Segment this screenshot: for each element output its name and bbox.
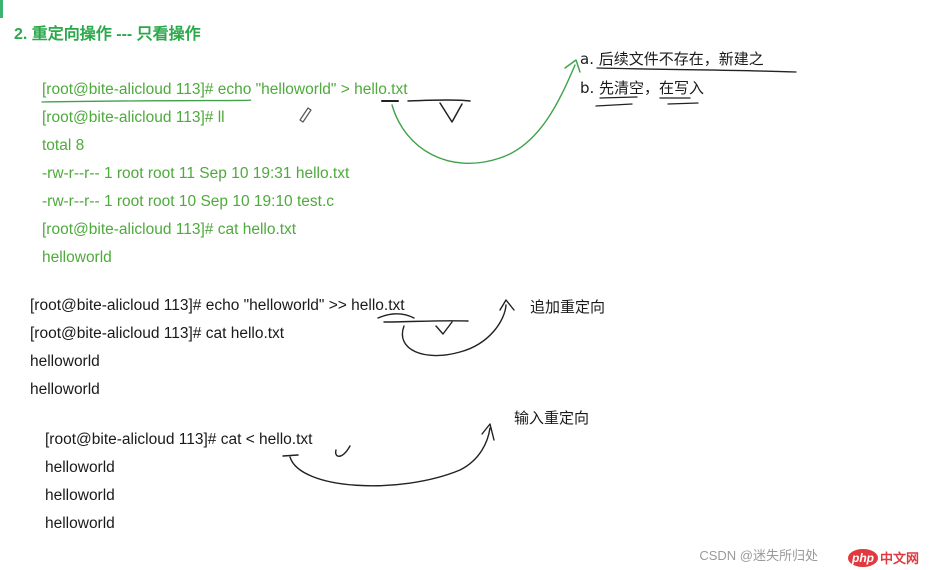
terminal-line: [root@bite-alicloud 113]# cat hello.txt (30, 325, 285, 342)
underline-stroke (595, 103, 633, 107)
terminal-line: [root@bite-alicloud 113]# cat hello.txt (42, 221, 297, 238)
terminal-line: total 8 (42, 137, 85, 154)
check-mark (335, 445, 351, 457)
terminal-line: -rw-r--r-- 1 root root 11 Sep 10 19:31 h… (42, 165, 350, 182)
terminal-line: [root@bite-alicloud 113]# ll (42, 109, 225, 126)
underline-stroke (383, 320, 469, 323)
terminal-line: [root@bite-alicloud 113]# echo "hellowor… (30, 297, 405, 314)
arrow-stroke (289, 427, 491, 487)
underline-stroke (407, 99, 471, 102)
arrow-head (481, 423, 495, 441)
terminal-line: helloworld (45, 487, 115, 504)
terminal-line: -rw-r--r-- 1 root root 10 Sep 10 19:10 t… (42, 193, 335, 210)
arrow-stroke (391, 64, 576, 165)
arrow-head (499, 299, 515, 311)
underline-stroke (667, 102, 699, 105)
csdn-watermark: CSDN @迷失所归处 (699, 548, 818, 563)
pencil-icon (299, 107, 312, 123)
note-append-redirect: 追加重定向 (530, 298, 606, 316)
check-mark (435, 321, 453, 335)
php-cn-logo: php 中文网 (844, 547, 922, 568)
arrow-head (564, 59, 581, 73)
note-truncate-then-write: b. 先清空，在写入 (580, 79, 705, 97)
terminal-line: helloworld (45, 459, 115, 476)
terminal-line: helloworld (30, 353, 100, 370)
arrow-stroke (401, 304, 507, 357)
note-input-redirect: 输入重定向 (514, 409, 590, 427)
section-heading: 2. 重定向操作 --- 只看操作 (14, 26, 201, 43)
terminal-line: helloworld (42, 249, 112, 266)
php-logo-mark: php (847, 548, 878, 567)
underline-stroke (41, 99, 252, 103)
left-border-accent (0, 0, 3, 18)
terminal-line: helloworld (45, 515, 115, 532)
terminal-line: helloworld (30, 381, 100, 398)
note-new-file: a. 后续文件不存在，新建之 (580, 50, 764, 68)
terminal-line: [root@bite-alicloud 113]# cat < hello.tx… (45, 431, 313, 448)
underline-stroke (282, 454, 299, 457)
terminal-line: [root@bite-alicloud 113]# echo "hellowor… (42, 81, 408, 98)
php-logo-text: 中文网 (879, 551, 919, 566)
check-mark (439, 102, 463, 123)
